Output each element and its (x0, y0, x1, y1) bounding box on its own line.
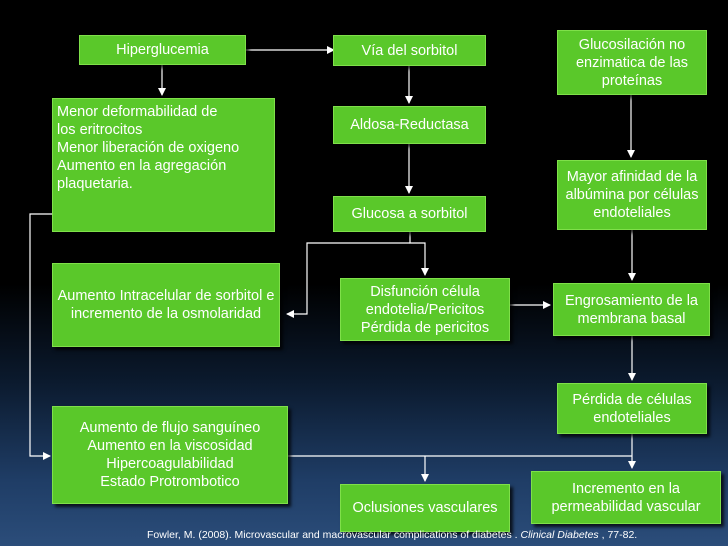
node-glucosa-sorbitol: Glucosa a sorbitol (333, 196, 486, 232)
citation: Fowler, M. (2008). Microvascular and mac… (147, 528, 727, 542)
citation-prefix: Fowler, M. (2008). Microvascular and mac… (147, 529, 521, 541)
node-incremento-permeabilidad: Incremento en la permeabilidad vascular (531, 471, 721, 524)
citation-suffix: , 77-82. (598, 529, 638, 541)
node-via-sorbitol: Vía del sorbitol (333, 35, 486, 66)
node-disfuncion: Disfunción célula endotelia/Pericitos Pé… (340, 278, 510, 341)
node-hiperglucemia: Hiperglucemia (79, 35, 246, 65)
node-perdida-celulas: Pérdida de células endoteliales (557, 383, 707, 434)
node-glucosilacion: Glucosilación no enzimatica de las prote… (557, 30, 707, 95)
node-mayor-afinidad: Mayor afinidad de la albúmina por célula… (557, 160, 707, 230)
citation-journal: Clinical Diabetes (520, 529, 599, 541)
connector-glucosa-disfuncion (409, 232, 429, 276)
node-engrosamiento: Engrosamiento de la membrana basal (553, 283, 710, 336)
node-aldosa-reductasa: Aldosa-Reductasa (333, 106, 486, 144)
node-aumento-flujo: Aumento de flujo sanguíneo Aumento en la… (52, 406, 288, 504)
connector-menor-flujo (29, 213, 52, 460)
connector-glucosa-aumento (286, 242, 410, 318)
node-menor-deformabilidad: Menor deformabilidad de los eritrocitos … (52, 98, 275, 232)
node-aumento-intracelular: Aumento Intracelular de sorbitol e incre… (52, 263, 280, 347)
node-oclusiones: Oclusiones vasculares (340, 484, 510, 532)
